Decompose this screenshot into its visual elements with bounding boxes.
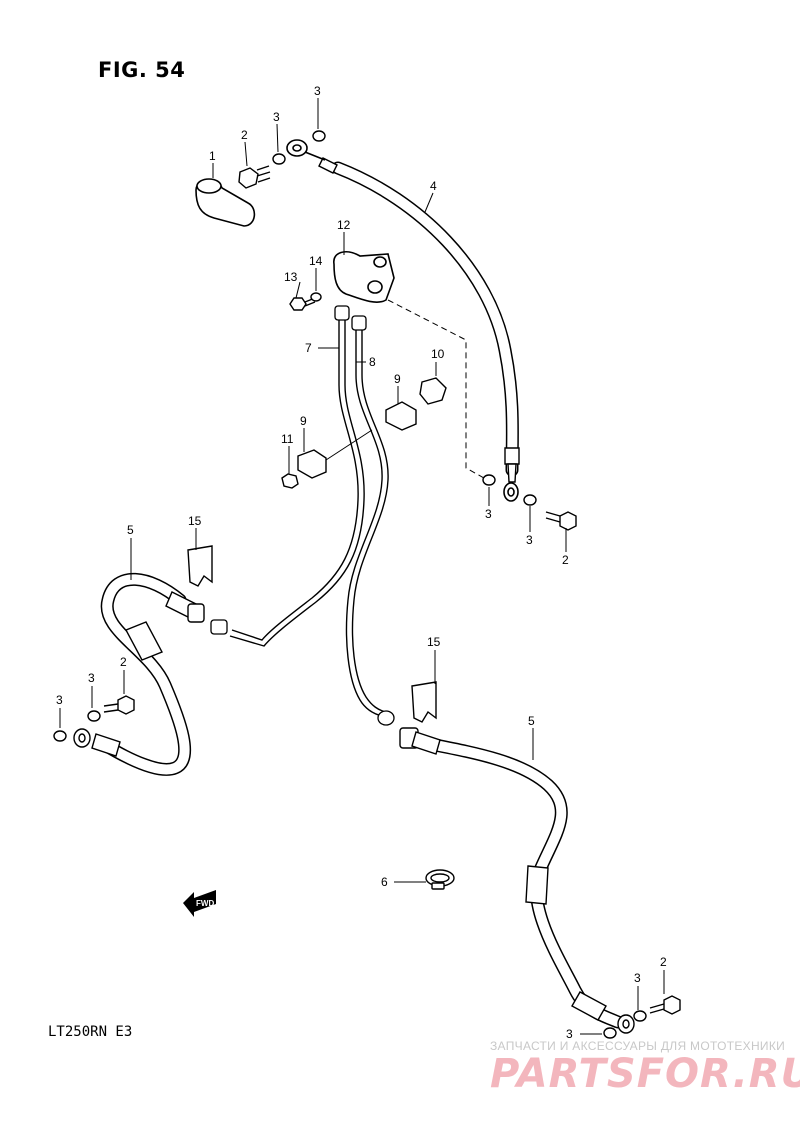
banjo-bolt-right — [649, 995, 681, 1015]
callout-3: 3 — [526, 533, 533, 547]
washer-left-b — [87, 710, 101, 722]
callout-2: 2 — [562, 553, 569, 567]
callout-5: 5 — [127, 523, 134, 537]
clamp-nut — [281, 473, 299, 489]
callout-3: 3 — [273, 110, 280, 124]
washer-mid-a — [482, 474, 496, 486]
brake-pipe-7 — [229, 318, 365, 647]
hose-left-sleeve — [125, 621, 163, 661]
bleeder-cap — [195, 178, 256, 227]
callout-labels: 1 2 3 3 4 12 14 13 7 8 10 9 9 11 3 3 2 5… — [56, 84, 667, 1041]
hose-left-fitting-bottom — [73, 728, 121, 757]
hose-left-fitting-top — [165, 591, 205, 623]
watermark-tagline: ЗАПЧАСТИ И АКСЕССУАРЫ ДЛЯ МОТОТЕХНИКИ — [490, 1039, 786, 1053]
banjo-bolt-top — [238, 165, 271, 189]
callout-1: 1 — [209, 149, 216, 163]
banjo-bolt-left — [103, 695, 135, 715]
washer-top-a — [272, 153, 286, 165]
hose-clamp-6 — [425, 869, 455, 890]
hose-clip-right — [411, 681, 437, 723]
brake-hose-left — [98, 572, 192, 776]
callout-3: 3 — [314, 84, 321, 98]
model-code: LT250RN E3 — [48, 1024, 133, 1040]
callout-15: 15 — [427, 635, 441, 649]
figure-title: FIG. 54 — [98, 58, 186, 82]
callout-12: 12 — [337, 218, 351, 232]
callout-11: 11 — [281, 432, 294, 446]
washer-right-b — [603, 1027, 617, 1039]
bracket-bolt — [289, 297, 316, 311]
banjo-fitting-lower — [503, 482, 519, 502]
callout-5: 5 — [528, 714, 535, 728]
callout-2: 2 — [241, 128, 248, 142]
callout-3: 3 — [88, 671, 95, 685]
callout-10: 10 — [431, 347, 445, 361]
forward-arrow-label: FWD — [196, 899, 214, 908]
forward-arrow-icon: FWD — [183, 890, 216, 917]
brake-pipe-8 — [345, 330, 389, 717]
bracket-washer — [310, 292, 322, 302]
washer-mid-b — [523, 494, 537, 506]
washer-top-b — [312, 130, 326, 142]
callout-3: 3 — [634, 971, 641, 985]
leader-lines — [59, 98, 665, 1035]
banjo-fitting-top — [286, 139, 326, 161]
callout-3: 3 — [485, 507, 492, 521]
hose-clip-left — [187, 545, 213, 587]
brake-hose-right — [413, 735, 625, 1029]
hose-right-sleeve — [525, 865, 549, 905]
callout-8: 8 — [369, 355, 376, 369]
washer-right-a — [633, 1010, 647, 1022]
hose-right-fitting-top — [399, 727, 441, 755]
pipe-clamp-10 — [419, 377, 447, 405]
banjo-bolt-mid — [545, 511, 577, 531]
callout-3: 3 — [566, 1027, 573, 1041]
pipe-clamp-right — [385, 401, 417, 431]
pipe-flare-nuts — [210, 305, 395, 726]
callout-9: 9 — [300, 414, 307, 428]
callout-14: 14 — [309, 254, 323, 268]
pipe-clamp-left — [297, 449, 327, 479]
callout-15: 15 — [188, 514, 202, 528]
callout-3: 3 — [56, 693, 63, 707]
hose-joint-bracket — [333, 251, 395, 303]
callout-6: 6 — [381, 875, 388, 889]
callout-13: 13 — [284, 270, 298, 284]
brake-hose-upper — [318, 157, 520, 483]
callout-9: 9 — [394, 372, 401, 386]
callout-4: 4 — [430, 179, 437, 193]
watermark-brand: PARTSFOR.RU — [490, 1051, 800, 1097]
callout-2: 2 — [120, 655, 127, 669]
callout-7: 7 — [305, 341, 312, 355]
hose-right-fitting-bottom — [571, 991, 635, 1034]
washer-left-a — [53, 730, 67, 742]
callout-2: 2 — [660, 955, 667, 969]
